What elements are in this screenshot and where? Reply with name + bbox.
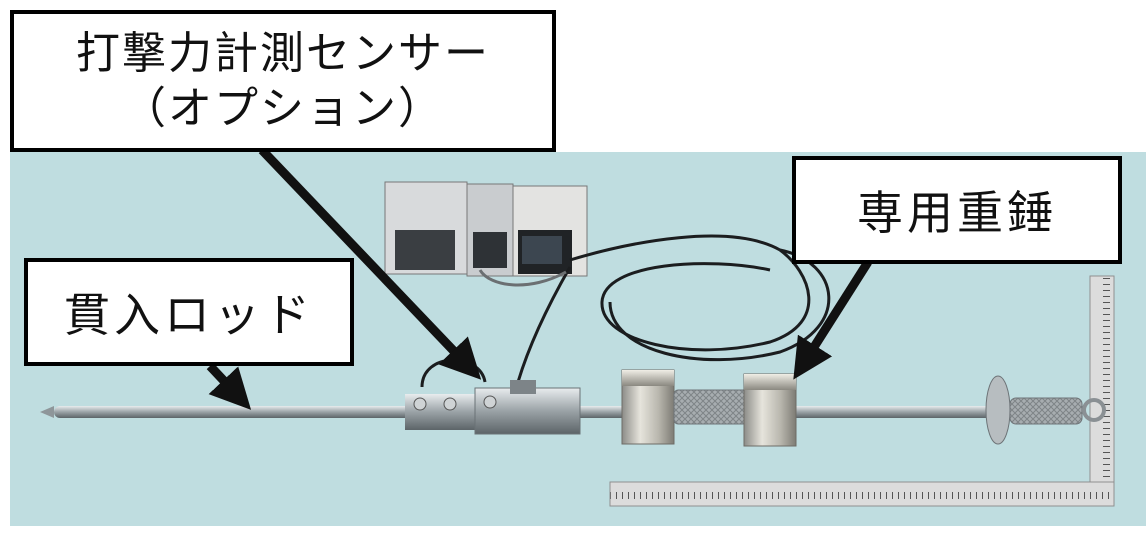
sensor-coupling: [405, 380, 581, 435]
rod-callout: 貫入ロッド: [24, 258, 354, 366]
hammer-label: 専用重錘: [857, 186, 1057, 240]
steel-ruler: [609, 275, 1115, 507]
sensor-label-line1: 打撃力計測センサー: [76, 28, 490, 79]
anvil-flange: [985, 375, 1106, 445]
sensor-callout: 打撃力計測センサー （オプション）: [10, 10, 556, 152]
hammer-weight: [621, 369, 797, 447]
sensor-label-line2: （オプション）: [122, 83, 444, 134]
control-unit: [384, 181, 588, 277]
hammer-callout: 専用重錘: [792, 156, 1122, 264]
rod-tip: [40, 406, 54, 418]
rod-label: 貫入ロッド: [64, 288, 314, 342]
